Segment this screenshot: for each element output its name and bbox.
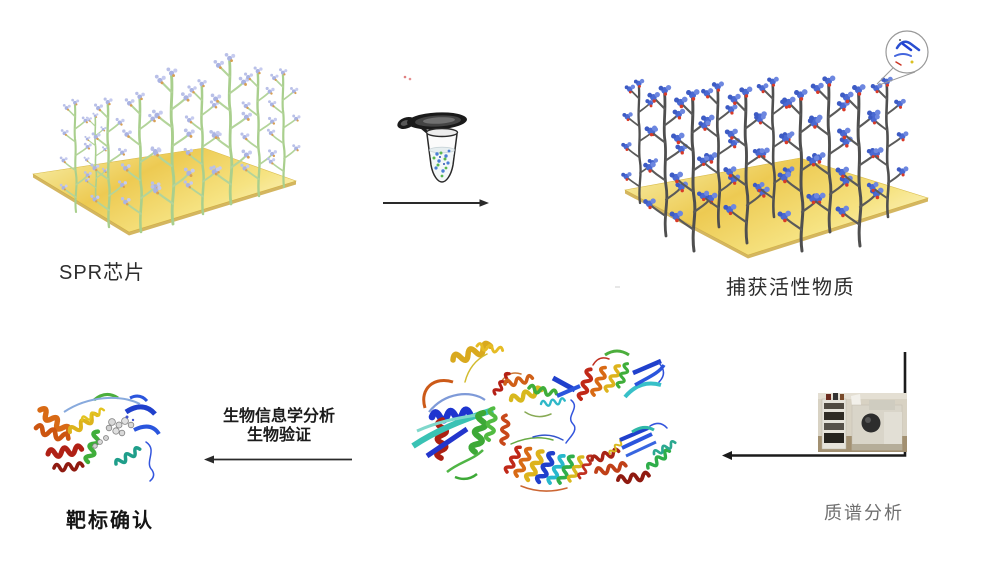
spr-chip-illustration [32, 53, 301, 236]
tube-lid [397, 112, 467, 130]
protein-callout [876, 30, 929, 86]
ligand-spheres [92, 415, 135, 449]
protein-blob-5 [589, 422, 678, 486]
label-mass-spec: 质谱分析 [824, 503, 904, 523]
label-spr-chip: SPR芯片 [59, 262, 146, 284]
transfer-arrow [383, 199, 489, 207]
label-bioinformatics-line2: 生物验证 [246, 427, 311, 444]
label-capture: 捕获活性物质 [726, 277, 855, 299]
gold-plate [624, 157, 929, 256]
compound-dots [432, 149, 451, 178]
label-target-confirm: 靶标确认 [66, 510, 154, 532]
tube-body [419, 125, 459, 183]
label-bioinformatics: 生物信息学分析 生物验证 [203, 407, 355, 445]
mass-spec-photo [818, 393, 907, 452]
protein-blob-3 [575, 349, 666, 403]
protein-blob-4 [502, 434, 596, 492]
sample-tube-illustration [383, 75, 489, 207]
protein-structures [411, 342, 678, 492]
label-bioinformatics-line1: 生物信息学分析 [222, 408, 335, 425]
protein-blob-2 [491, 370, 581, 444]
speck [615, 286, 620, 288]
mass-spec-arrow [722, 352, 907, 460]
capture-illustration [621, 30, 929, 259]
protein-blob-1 [411, 342, 512, 481]
target-protein-illustration [35, 393, 161, 482]
red-dots [403, 75, 412, 81]
bioinformatics-arrow [204, 455, 352, 464]
